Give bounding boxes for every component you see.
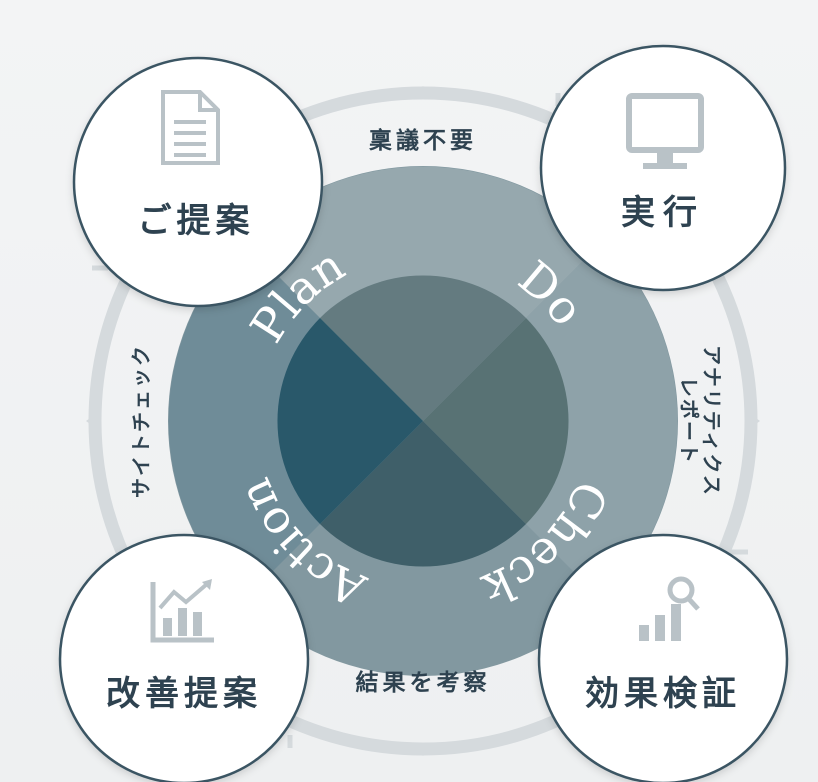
node-verification-label: 効果検証 [585, 674, 741, 714]
quadrant-left [277, 318, 423, 524]
node-execution: 実行 [539, 44, 787, 292]
node-execution-label: 実行 [621, 193, 705, 233]
left-arrow [86, 413, 97, 429]
bottom-arrow [415, 745, 431, 756]
arc-label-right-line1: アナリティクス [700, 345, 724, 497]
node-improvement: 改善提案 [58, 533, 310, 782]
bar-chart-magnifier-icon [639, 576, 700, 641]
rising-chart-icon [150, 579, 214, 643]
right-arrow [749, 413, 760, 429]
top-arrow [415, 86, 431, 97]
quadrant-right [423, 318, 569, 524]
node-verification: 効果検証 [537, 533, 789, 782]
node-improvement-label: 改善提案 [106, 674, 262, 714]
node-proposal-label: ご提案 [138, 201, 255, 241]
arc-label-left: サイトチェック [129, 344, 153, 498]
quadrant-bottom [320, 421, 526, 567]
node-proposal: ご提案 [72, 56, 324, 308]
monitor-icon [626, 93, 704, 169]
quadrant-top [320, 275, 526, 421]
arc-label-bottom: 結果を考察 [356, 669, 491, 696]
arc-label-right-line2: レポート [677, 377, 701, 465]
inner-quadrants [277, 275, 569, 567]
document-icon [161, 90, 220, 165]
arc-label-top: 稟議不要 [369, 127, 477, 154]
